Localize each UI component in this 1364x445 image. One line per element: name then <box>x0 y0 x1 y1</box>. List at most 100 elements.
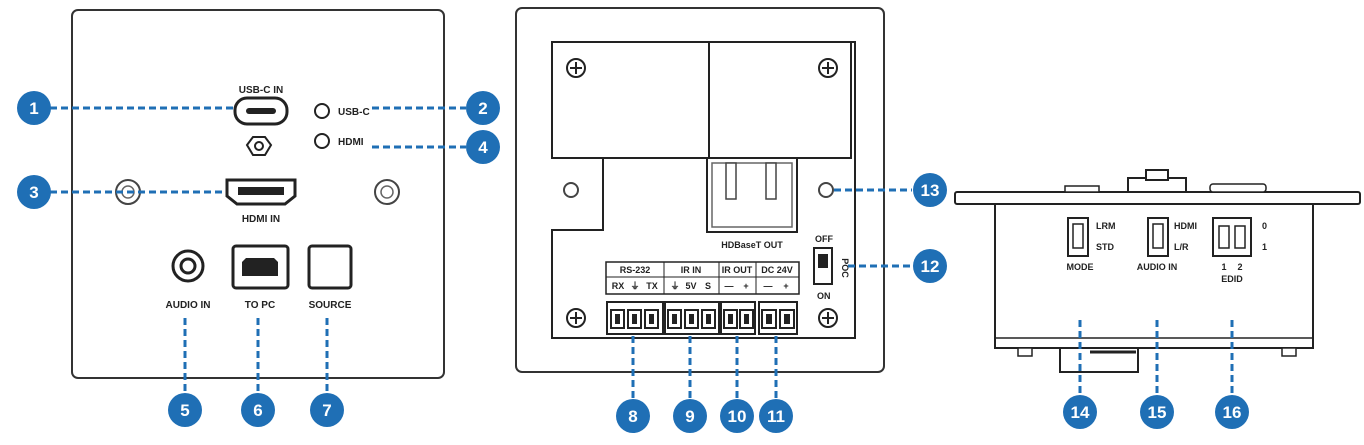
dc24v-minus: — <box>764 281 773 291</box>
side-bottom-foot-right <box>1281 347 1297 357</box>
audio-in-switch-knob <box>1152 223 1164 249</box>
mode-title: MODE <box>1067 262 1094 272</box>
ir-out-minus: — <box>725 281 734 291</box>
screw-icon <box>818 308 838 328</box>
callout-1: 1 <box>17 91 51 125</box>
side-bottom-foot-left <box>1017 347 1033 357</box>
svg-text:9: 9 <box>685 407 694 426</box>
dc24v-terminal-block <box>758 301 798 335</box>
mode-lrm-label: LRM <box>1096 221 1116 231</box>
audio-in-hdmi-label: HDMI <box>1174 221 1197 231</box>
poc-switch-knob <box>818 254 828 268</box>
source-label: SOURCE <box>309 300 352 311</box>
callout-16: 16 <box>1215 395 1249 429</box>
svg-text:15: 15 <box>1148 403 1167 422</box>
side-top-connector-knob <box>1145 169 1169 181</box>
svg-text:8: 8 <box>628 407 637 426</box>
screw-icon <box>566 308 586 328</box>
svg-text:10: 10 <box>728 407 747 426</box>
svg-text:3: 3 <box>29 183 38 202</box>
svg-text:1: 1 <box>29 99 38 118</box>
poc-label: POC <box>840 258 850 278</box>
svg-text:13: 13 <box>921 181 940 200</box>
svg-text:2: 2 <box>478 99 487 118</box>
callout-3: 3 <box>17 175 51 209</box>
usb-b-port-inner <box>242 258 278 276</box>
svg-text:7: 7 <box>322 401 331 420</box>
rj45-latch-left <box>725 162 737 200</box>
callout-15: 15 <box>1140 395 1174 429</box>
hdbaset-out-label: HDBaseT OUT <box>721 240 783 250</box>
rear-hole-left <box>563 182 579 198</box>
svg-text:6: 6 <box>253 401 262 420</box>
audio-in-title: AUDIO IN <box>1137 262 1178 272</box>
ir-in-5v: 5V <box>685 281 696 291</box>
rs232-gnd: ⏚ <box>630 281 639 291</box>
terminal-label-box <box>605 261 800 295</box>
callout-5: 5 <box>168 393 202 427</box>
side-flange <box>954 191 1361 205</box>
audio-in-lr-label: L/R <box>1174 242 1189 252</box>
ir-out-plus: + <box>743 281 748 291</box>
ir-in-gnd: ⏚ <box>670 281 679 291</box>
ir-out-title: IR OUT <box>722 265 753 275</box>
svg-text:12: 12 <box>921 257 940 276</box>
callout-9: 9 <box>673 399 707 433</box>
ir-in-s: S <box>705 281 711 291</box>
dc24v-title: DC 24V <box>761 265 793 275</box>
nut-hole <box>254 141 264 151</box>
callout-10: 10 <box>720 399 754 433</box>
callout-4: 4 <box>466 130 500 164</box>
mount-hole-right-inner <box>380 185 394 199</box>
callout-12: 12 <box>913 249 947 283</box>
rs232-title: RS-232 <box>620 265 651 275</box>
rear-chassis <box>551 41 856 339</box>
hdmi-port-inner <box>238 187 284 195</box>
screw-icon <box>818 58 838 78</box>
screw-icon <box>566 58 586 78</box>
side-panel: LRM STD MODE HDMI L/R AUDIO IN 0 1 1 2 E… <box>954 169 1361 373</box>
audio-in-label: AUDIO IN <box>166 300 211 311</box>
usb-c-in-label: USB-C IN <box>239 85 283 96</box>
rs232-terminal-block <box>606 301 664 335</box>
audio-jack-inner <box>179 257 197 275</box>
to-pc-label: TO PC <box>245 300 275 311</box>
rs232-rx: RX <box>612 281 625 291</box>
rj45-latch-right <box>765 162 777 200</box>
edid-dip-1 <box>1218 225 1230 249</box>
edid-title: EDID <box>1221 274 1243 284</box>
dc24v-plus: + <box>783 281 788 291</box>
edid-dip-2 <box>1234 225 1246 249</box>
hdmi-in-label: HDMI IN <box>242 214 280 225</box>
mode-switch-knob <box>1072 223 1084 249</box>
callout-8: 8 <box>616 399 650 433</box>
svg-text:14: 14 <box>1071 403 1090 422</box>
edid-zero-label: 0 <box>1262 221 1267 231</box>
poc-off-label: OFF <box>815 234 833 244</box>
callout-6: 6 <box>241 393 275 427</box>
rj45-port-inner <box>711 162 793 228</box>
rear-panel: HDBaseT OUT OFF POC ON RS-232 RX ⏚ TX IR… <box>515 7 885 373</box>
callout-bubbles: 1 2 3 4 5 6 7 8 9 10 11 12 13 14 15 16 <box>17 91 1249 433</box>
hdmi-led <box>314 133 330 149</box>
edid-pos1-label: 1 <box>1221 262 1226 272</box>
callout-13: 13 <box>913 173 947 207</box>
led-usb-c-label: USB-C <box>338 107 370 118</box>
ir-in-title: IR IN <box>681 265 702 275</box>
ir-out-terminal-block <box>720 301 756 335</box>
svg-text:4: 4 <box>478 138 488 157</box>
callout-7: 7 <box>310 393 344 427</box>
rear-hole-right <box>818 182 834 198</box>
side-top-tab-right <box>1209 183 1267 193</box>
usb-c-led <box>314 103 330 119</box>
rs232-tx: TX <box>646 281 658 291</box>
front-panel: USB-C IN USB-C HDMI HDMI IN AUDIO IN TO … <box>71 9 445 379</box>
svg-text:11: 11 <box>767 407 785 426</box>
mode-std-label: STD <box>1096 242 1115 252</box>
side-top-tab-left <box>1064 185 1100 193</box>
usb-c-port-inner <box>246 108 276 114</box>
callout-2: 2 <box>466 91 500 125</box>
poc-on-label: ON <box>817 291 831 301</box>
svg-text:5: 5 <box>180 401 189 420</box>
